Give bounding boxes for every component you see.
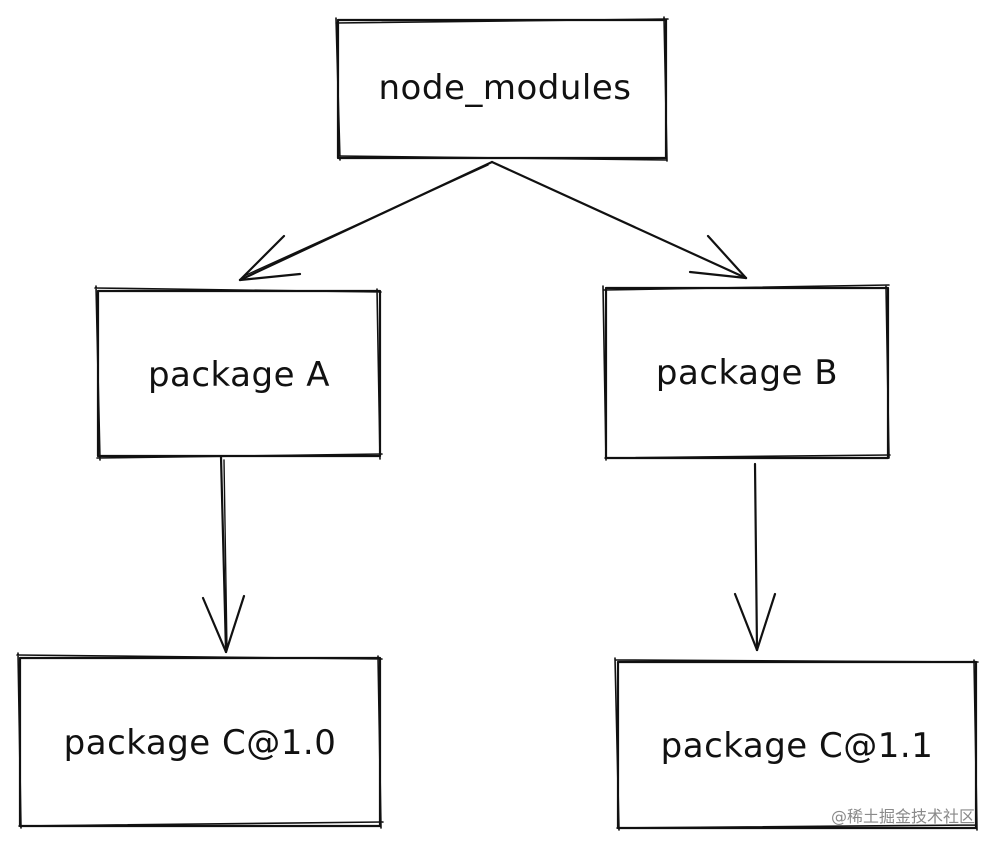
package-b-label: package B	[655, 353, 839, 393]
node-modules-label: node_modules	[378, 68, 632, 108]
arrow-root-to-package-a	[238, 160, 494, 282]
arrow-package-b-to-package-c-b	[733, 462, 777, 652]
box-package-c-b	[614, 657, 979, 831]
package-a-label: package A	[147, 355, 331, 395]
watermark-text: @稀土掘金技术社区	[830, 807, 975, 826]
box-package-b	[602, 284, 891, 461]
arrow-package-a-to-package-c-a	[201, 455, 246, 654]
package-c-a-label: package C@1.0	[63, 723, 337, 763]
box-package-a	[94, 285, 383, 461]
box-package-c-a	[16, 652, 384, 829]
package-c-b-label: package C@1.1	[660, 726, 934, 766]
arrow-root-to-package-b	[490, 160, 748, 280]
box-node-modules	[335, 16, 669, 162]
